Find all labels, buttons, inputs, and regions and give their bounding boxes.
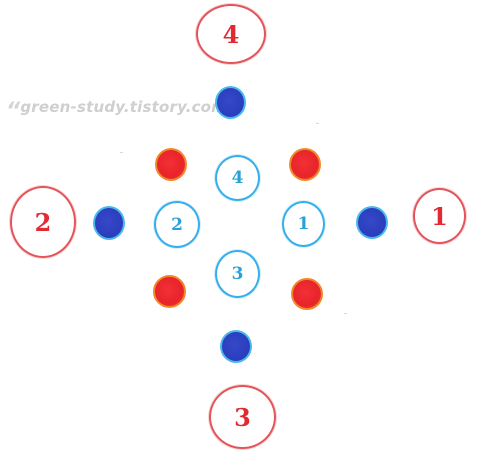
outer-circle-1: 1 <box>413 188 466 244</box>
outer-label-2: 2 <box>34 207 52 237</box>
inner-circle-3: 3 <box>215 250 260 298</box>
inner-label-4: 4 <box>231 168 244 188</box>
inner-circle-1: 1 <box>282 201 325 247</box>
blue-dot-right <box>356 206 388 239</box>
blue-dot-left <box>93 206 125 240</box>
watermark-text: green-study.tistory.com <box>20 98 228 116</box>
speck <box>344 313 347 314</box>
speck <box>120 152 123 153</box>
outer-label-4: 4 <box>222 19 240 49</box>
watermark-open-quote: “ <box>6 99 21 124</box>
speck <box>316 123 319 124</box>
outer-label-1: 1 <box>431 201 448 231</box>
blue-dot-top <box>215 86 246 119</box>
red-dot-bottom-left <box>153 275 186 308</box>
outer-circle-3: 3 <box>209 385 276 449</box>
inner-label-1: 1 <box>297 214 310 234</box>
blue-dot-bottom <box>220 330 252 363</box>
red-dot-top-left <box>155 148 187 181</box>
outer-circle-2: 2 <box>10 186 76 258</box>
watermark: “green-study.tistory.com” <box>6 98 241 124</box>
red-dot-top-right <box>289 148 321 181</box>
inner-circle-4: 4 <box>215 155 260 201</box>
red-dot-bottom-right <box>291 278 323 310</box>
inner-circle-2: 2 <box>154 201 200 248</box>
inner-label-3: 3 <box>231 264 244 284</box>
inner-label-2: 2 <box>171 214 183 235</box>
outer-label-3: 3 <box>234 402 251 432</box>
outer-circle-4: 4 <box>196 4 266 64</box>
